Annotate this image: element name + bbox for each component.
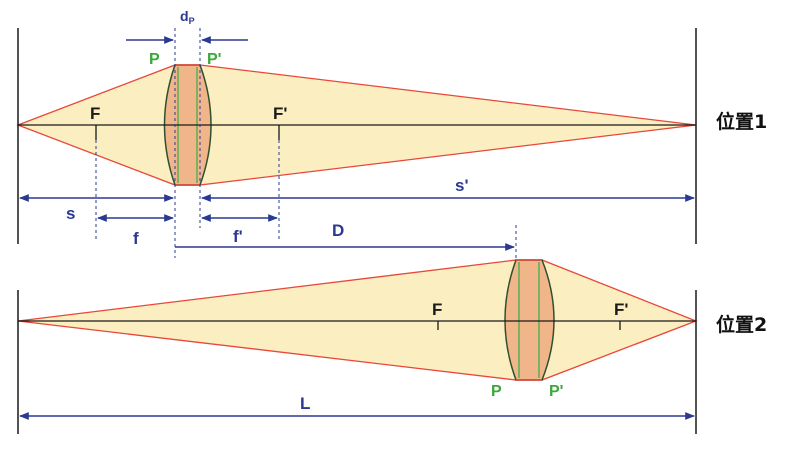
position-1-label: 位置1	[716, 111, 768, 133]
bottom-configuration: F F' P P' L	[17, 259, 698, 434]
position-2-label: 位置2	[716, 314, 768, 336]
top-principal-label-p-prime: P'	[207, 51, 221, 68]
bottom-label-L: L	[300, 394, 310, 413]
bottom-beam-left	[17, 259, 517, 381]
bottom-focal-label-f: F	[432, 300, 442, 319]
top-label-D: D	[332, 221, 344, 240]
top-focal-label-f: F	[90, 104, 100, 123]
top-label-s-prime: s'	[455, 176, 469, 195]
bottom-focal-label-f-prime: F'	[614, 300, 628, 319]
bottom-principal-label-p: P	[491, 383, 502, 400]
bottom-beam-right	[541, 259, 698, 381]
top-dp-label: dP	[180, 8, 195, 26]
top-label-f: f	[133, 229, 139, 248]
bottom-lens	[504, 259, 555, 381]
top-label-s: s	[66, 204, 75, 223]
top-configuration: dP P P' F F' s s' f f' D	[16, 8, 697, 258]
top-focal-label-f-prime: F'	[273, 104, 287, 123]
top-label-f-prime: f'	[233, 227, 243, 246]
top-principal-label-p: P	[149, 51, 160, 68]
bottom-principal-label-p-prime: P'	[549, 383, 563, 400]
